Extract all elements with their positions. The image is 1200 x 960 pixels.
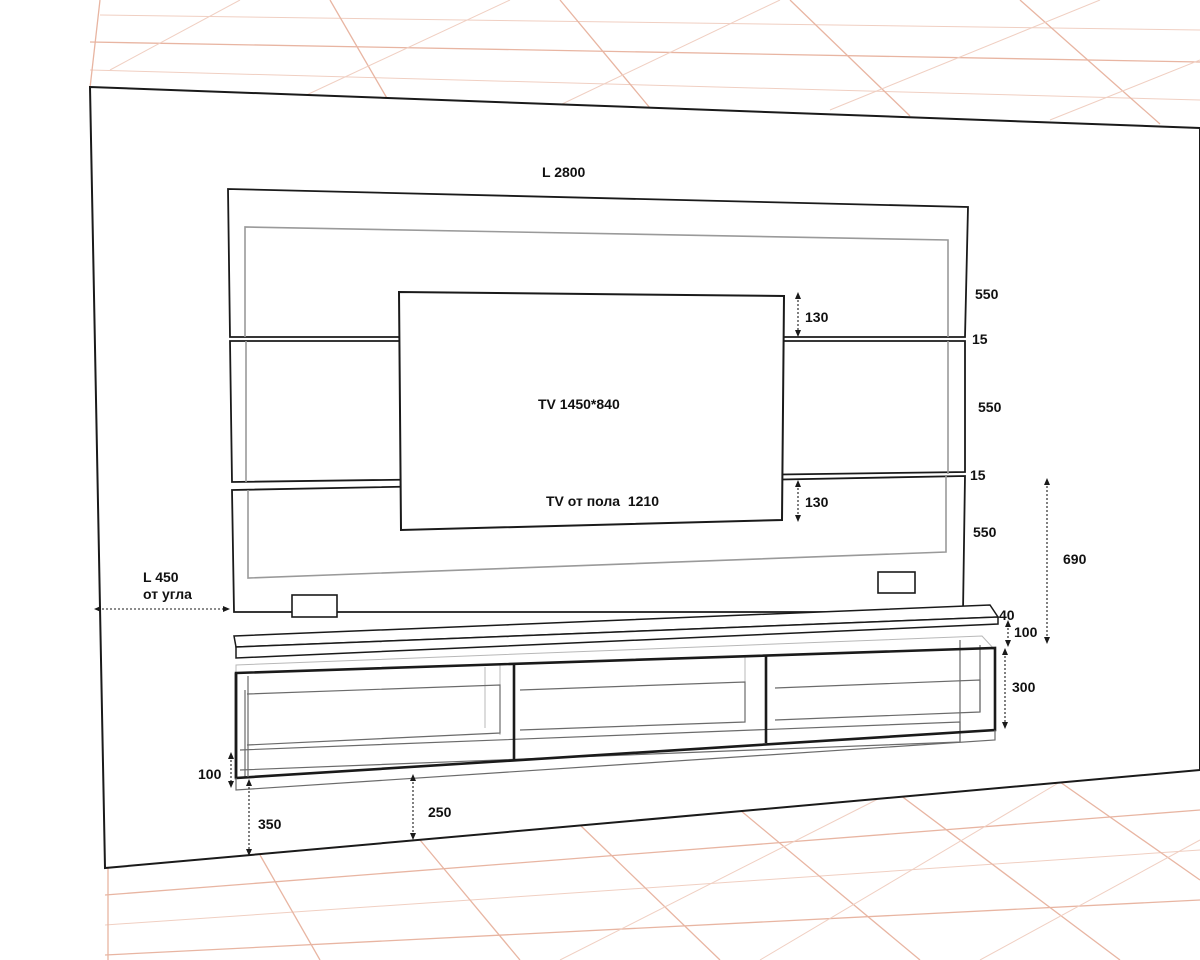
dimension-lines [94,292,1050,856]
label-cabinet-bottom-inset: 100 [198,766,222,782]
label-gap-bottom: 15 [970,467,986,483]
label-tv-top-offset: 130 [805,309,829,325]
label-shelf-gap: 100 [1014,624,1038,640]
socket-right-icon [877,571,916,594]
shelf-front-face [235,616,999,659]
label-cabinet-height: 300 [1012,679,1036,695]
label-shelf-thickness: 40 [999,607,1015,623]
label-cabinet-base-from-floor: 250 [428,804,452,820]
label-panel-bottom-height: 550 [973,524,997,540]
label-cabinet-from-floor: 350 [258,816,282,832]
label-wall-offset-note: от угла [143,586,192,602]
label-panel-top-height: 550 [975,286,999,302]
label-tv-bottom-offset: 130 [805,494,829,510]
label-gap-top: 15 [972,331,988,347]
panel-inner-frame-top [244,226,949,337]
label-panel-middle-height: 550 [978,399,1002,415]
cabinet [234,646,997,791]
socket-left-icon [291,594,338,618]
ceiling-grid [89,0,1200,129]
label-total-width: L 2800 [542,164,586,180]
label-tv-from-floor: TV от пола 1210 [546,493,659,509]
tv-screen [397,290,786,532]
panel-inner-frame-bottom [247,476,947,579]
label-right-total-height: 690 [1063,551,1087,567]
label-tv-size: TV 1450*840 [538,396,620,412]
label-wall-offset: L 450 [143,569,179,585]
